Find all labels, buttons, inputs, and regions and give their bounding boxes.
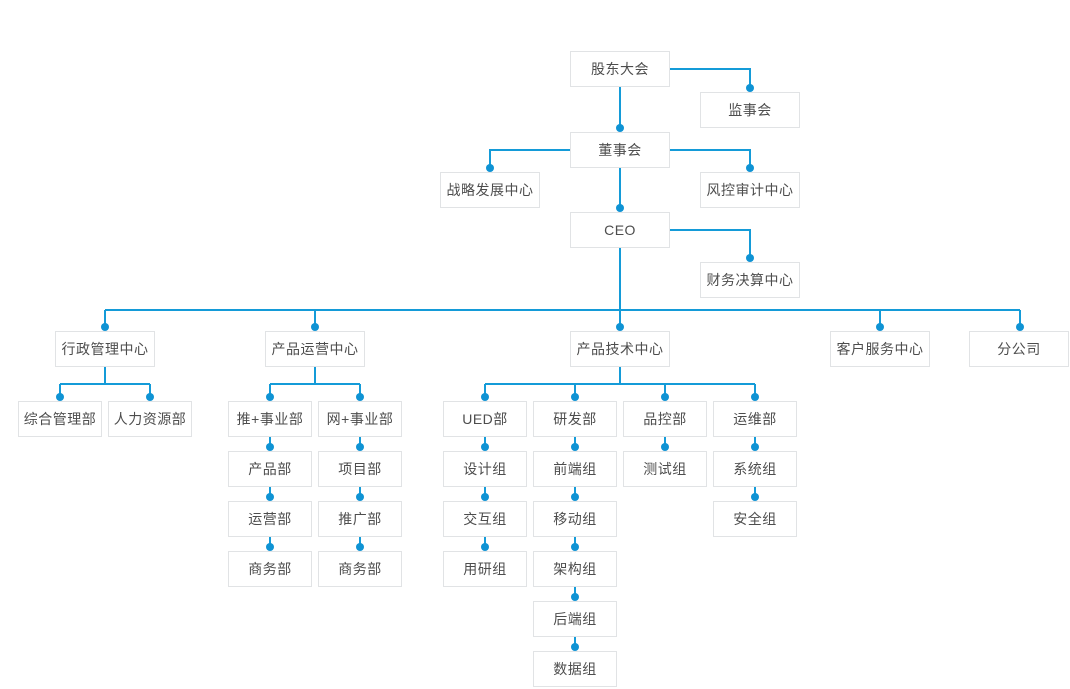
connector-dot — [746, 84, 754, 92]
connector-dot — [571, 643, 579, 651]
connector-dot — [571, 543, 579, 551]
org-node-shareholders-meeting: 股东大会 — [570, 51, 670, 87]
org-node-interaction-team: 交互组 — [443, 501, 527, 537]
org-node-product-tech-center: 产品技术中心 — [570, 331, 670, 367]
connector-dot — [571, 593, 579, 601]
connector-dot — [571, 443, 579, 451]
connector-dot — [746, 254, 754, 262]
org-node-design-team: 设计组 — [443, 451, 527, 487]
org-node-tui-plus-division: 推+事业部 — [228, 401, 312, 437]
org-node-branch-company: 分公司 — [969, 331, 1069, 367]
connector-dot — [751, 443, 759, 451]
org-node-testing-team: 测试组 — [623, 451, 707, 487]
connector-line — [670, 229, 751, 258]
connector-dot — [356, 393, 364, 401]
connector-dot — [486, 164, 494, 172]
org-node-qc-dept: 品控部 — [623, 401, 707, 437]
connector-dot — [266, 393, 274, 401]
org-node-customer-service-center: 客户服务中心 — [830, 331, 930, 367]
org-node-risk-audit-center: 风控审计中心 — [700, 172, 800, 208]
org-node-ued-dept: UED部 — [443, 401, 527, 437]
org-node-security-team: 安全组 — [713, 501, 797, 537]
connector-dot — [356, 543, 364, 551]
org-node-backend-team: 后端组 — [533, 601, 617, 637]
connector-dot — [481, 493, 489, 501]
org-node-ceo: CEO — [570, 212, 670, 248]
org-node-product-ops-center: 产品运营中心 — [265, 331, 365, 367]
org-node-promotion-dept: 推广部 — [318, 501, 402, 537]
connector-dot — [571, 493, 579, 501]
connector-dot — [356, 443, 364, 451]
org-node-rnd-dept: 研发部 — [533, 401, 617, 437]
connector-dot — [661, 443, 669, 451]
org-node-wang-plus-division: 网+事业部 — [318, 401, 402, 437]
connector-dot — [311, 323, 319, 331]
connector-line — [489, 149, 570, 168]
org-node-general-mgmt-dept: 综合管理部 — [18, 401, 102, 437]
connector-dot — [266, 543, 274, 551]
org-node-finance-settlement-center: 财务决算中心 — [700, 262, 800, 298]
connector-dot — [356, 493, 364, 501]
org-node-frontend-team: 前端组 — [533, 451, 617, 487]
connector-dot — [876, 323, 884, 331]
org-node-admin-mgmt-center: 行政管理中心 — [55, 331, 155, 367]
connector-dot — [616, 204, 624, 212]
connector-dot — [266, 443, 274, 451]
org-node-ops-maintenance-dept: 运维部 — [713, 401, 797, 437]
connector-dot — [146, 393, 154, 401]
connector-line — [670, 149, 751, 168]
org-node-business-dept-tui: 商务部 — [228, 551, 312, 587]
org-node-data-team: 数据组 — [533, 651, 617, 687]
org-node-project-dept: 项目部 — [318, 451, 402, 487]
connector-dot — [481, 443, 489, 451]
org-node-supervisory-board: 监事会 — [700, 92, 800, 128]
connector-dot — [571, 393, 579, 401]
connector-dot — [481, 543, 489, 551]
org-node-business-dept-wang: 商务部 — [318, 551, 402, 587]
org-node-user-research-team: 用研组 — [443, 551, 527, 587]
connector-dot — [101, 323, 109, 331]
connector-dot — [751, 493, 759, 501]
connector-dot — [616, 124, 624, 132]
org-node-product-dept: 产品部 — [228, 451, 312, 487]
connector-dot — [746, 164, 754, 172]
org-node-strategy-dev-center: 战略发展中心 — [440, 172, 540, 208]
connector-dot — [751, 393, 759, 401]
connector-dot — [481, 393, 489, 401]
org-node-hr-dept: 人力资源部 — [108, 401, 192, 437]
connector-dot — [1016, 323, 1024, 331]
org-node-system-team: 系统组 — [713, 451, 797, 487]
org-node-board-of-directors: 董事会 — [570, 132, 670, 168]
connector-dot — [56, 393, 64, 401]
org-node-mobile-team: 移动组 — [533, 501, 617, 537]
connector-dot — [616, 323, 624, 331]
org-node-operations-dept: 运营部 — [228, 501, 312, 537]
org-node-architecture-team: 架构组 — [533, 551, 617, 587]
connector-dot — [661, 393, 669, 401]
connector-dot — [266, 493, 274, 501]
connector-line — [670, 68, 751, 88]
